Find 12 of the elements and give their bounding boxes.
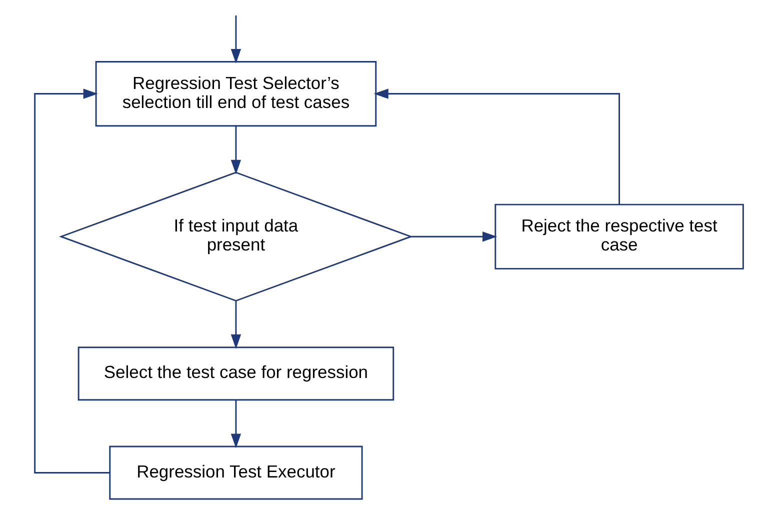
arrow bbox=[373, 88, 620, 204]
arrow bbox=[34, 88, 110, 474]
node-box: Regression Test Selector’s selection till end of test cases bbox=[94, 61, 376, 127]
node-box: Reject the respective test case bbox=[494, 204, 744, 270]
arrow bbox=[230, 301, 241, 349]
arrow bbox=[230, 126, 241, 174]
arrow bbox=[230, 400, 241, 448]
node-diamond: If test input data present bbox=[58, 172, 412, 302]
arrow bbox=[230, 15, 241, 64]
arrow bbox=[410, 232, 497, 242]
node-box: Select the test case for regression bbox=[77, 346, 394, 401]
node-box: Regression Test Executor bbox=[108, 446, 362, 500]
